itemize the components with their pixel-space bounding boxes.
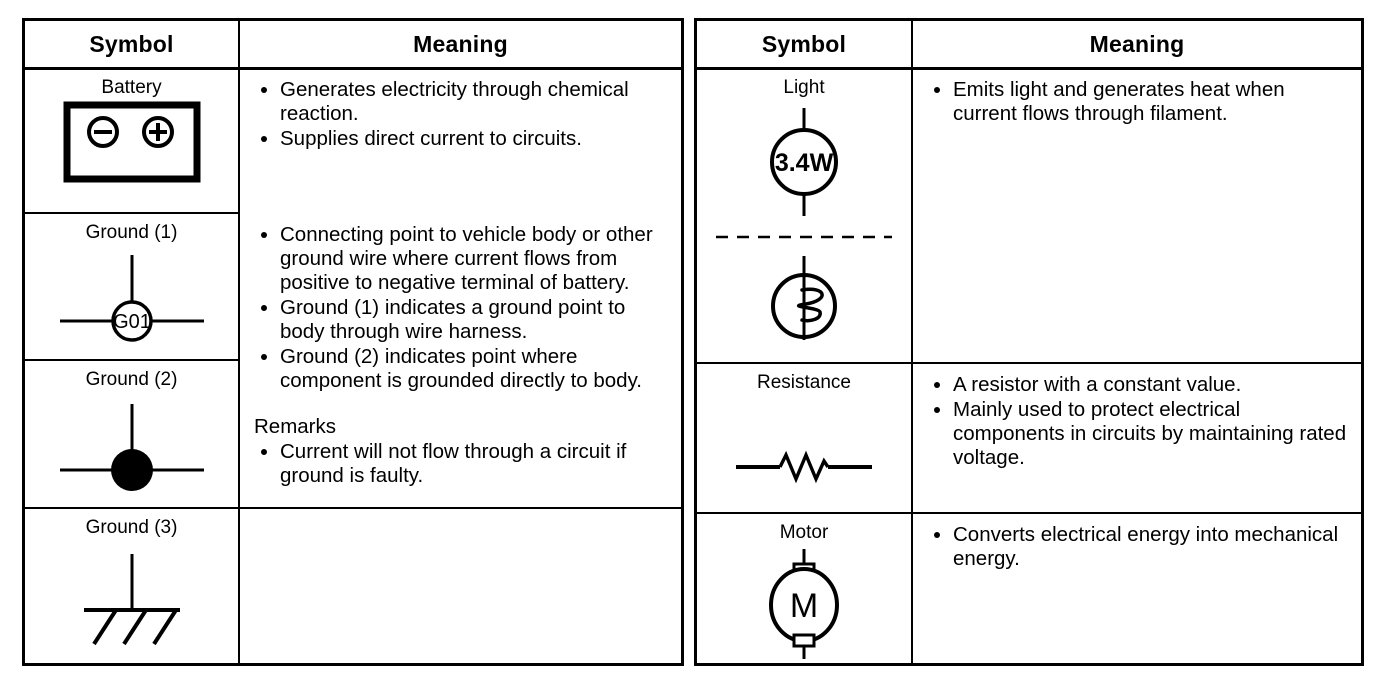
bullet-item: Ground (2) indicates point where compone…	[254, 345, 671, 393]
symbol-cell-ground-3: Ground (3)	[25, 509, 238, 663]
right-header-symbol: Symbol	[761, 30, 847, 57]
bullet-list-ground: Connecting point to vehicle body or othe…	[254, 223, 671, 393]
resistor-symbol	[736, 450, 872, 484]
bullet-item: Supplies direct current to circuits.	[254, 127, 671, 151]
symbol-cell-resistance: Resistance	[697, 364, 911, 512]
symbol-label-resistance: Resistance	[757, 372, 851, 393]
symbol-label-ground-2: Ground (2)	[85, 369, 178, 390]
symbol-label-light: Light	[783, 77, 825, 98]
meaning-cell-battery: Generates electricity through chemical r…	[240, 69, 681, 212]
bullet-item: Ground (1) indicates a ground point to b…	[254, 296, 671, 344]
ground-2-symbol	[59, 403, 204, 491]
remarks-title: Remarks	[254, 414, 337, 438]
svg-text:G01: G01	[113, 311, 151, 333]
left-row-rule-battery	[24, 212, 239, 214]
bullet-item: Connecting point to vehicle body or othe…	[254, 223, 671, 295]
svg-text:3.4W: 3.4W	[775, 149, 834, 177]
svg-text:M: M	[790, 587, 818, 625]
right-header-meaning: Meaning	[1089, 30, 1185, 57]
meaning-cell-light: Emits light and generates heat when curr…	[913, 69, 1361, 362]
left-column-divider	[238, 20, 240, 664]
meaning-cell-motor: Converts electrical energy into mechanic…	[913, 514, 1361, 663]
symbol-cell-ground-2: Ground (2)	[25, 361, 238, 507]
right-column-divider	[911, 20, 913, 664]
bullet-item: Mainly used to protect electrical compon…	[927, 398, 1351, 470]
symbol-label-battery: Battery	[101, 77, 162, 98]
battery-symbol	[63, 101, 200, 183]
meaning-cell-resistance: A resistor with a constant value. Mainly…	[913, 364, 1361, 512]
bullet-item: Current will not flow through a circuit …	[254, 440, 671, 488]
symbol-cell-light: Light 3.4W	[697, 69, 911, 362]
left-row-rule-ground1	[24, 359, 239, 361]
right-table-grid: Symbol Meaning Light 3.4W	[696, 20, 1362, 664]
symbol-label-ground-3: Ground (3)	[85, 517, 178, 538]
symbol-table-left: Symbol Meaning Battery Generates electri…	[22, 18, 684, 666]
bullet-list-remarks: Current will not flow through a circuit …	[254, 440, 671, 488]
bullet-list-motor: Converts electrical energy into mechanic…	[927, 523, 1351, 571]
symbol-table-right: Symbol Meaning Light 3.4W	[694, 18, 1364, 666]
symbol-cell-battery: Battery	[25, 69, 238, 212]
left-header-symbol: Symbol	[89, 30, 174, 57]
bullet-list-resistance: A resistor with a constant value. Mainly…	[927, 373, 1351, 470]
right-header-rule	[696, 67, 1362, 70]
bullet-item: A resistor with a constant value.	[927, 373, 1351, 397]
right-row-rule-resistance	[696, 512, 1362, 514]
motor-symbol: M	[769, 548, 839, 659]
symbol-cell-ground-1: Ground (1) G01	[25, 214, 238, 359]
meaning-cell-ground: Connecting point to vehicle body or othe…	[240, 214, 681, 507]
left-header-rule	[24, 67, 682, 70]
ground-3-symbol	[83, 553, 180, 645]
light-bulb-symbol: 3.4W	[716, 107, 892, 340]
bullet-item: Generates electricity through chemical r…	[254, 78, 671, 126]
left-meaning-rule	[240, 507, 683, 509]
right-row-rule-light	[696, 362, 1362, 364]
bullet-item: Emits light and generates heat when curr…	[927, 78, 1351, 126]
bullet-item: Converts electrical energy into mechanic…	[927, 523, 1351, 571]
symbol-cell-motor: Motor M	[697, 514, 911, 663]
symbol-label-ground-1: Ground (1)	[85, 222, 178, 243]
left-header-meaning: Meaning	[413, 30, 508, 57]
bullet-list-light: Emits light and generates heat when curr…	[927, 78, 1351, 126]
left-table-grid: Symbol Meaning Battery Generates electri…	[24, 20, 683, 664]
symbol-label-motor: Motor	[779, 522, 829, 543]
bullet-list-battery: Generates electricity through chemical r…	[254, 78, 671, 151]
ground-1-symbol: G01	[59, 254, 204, 342]
left-row-rule-ground2	[24, 507, 239, 509]
